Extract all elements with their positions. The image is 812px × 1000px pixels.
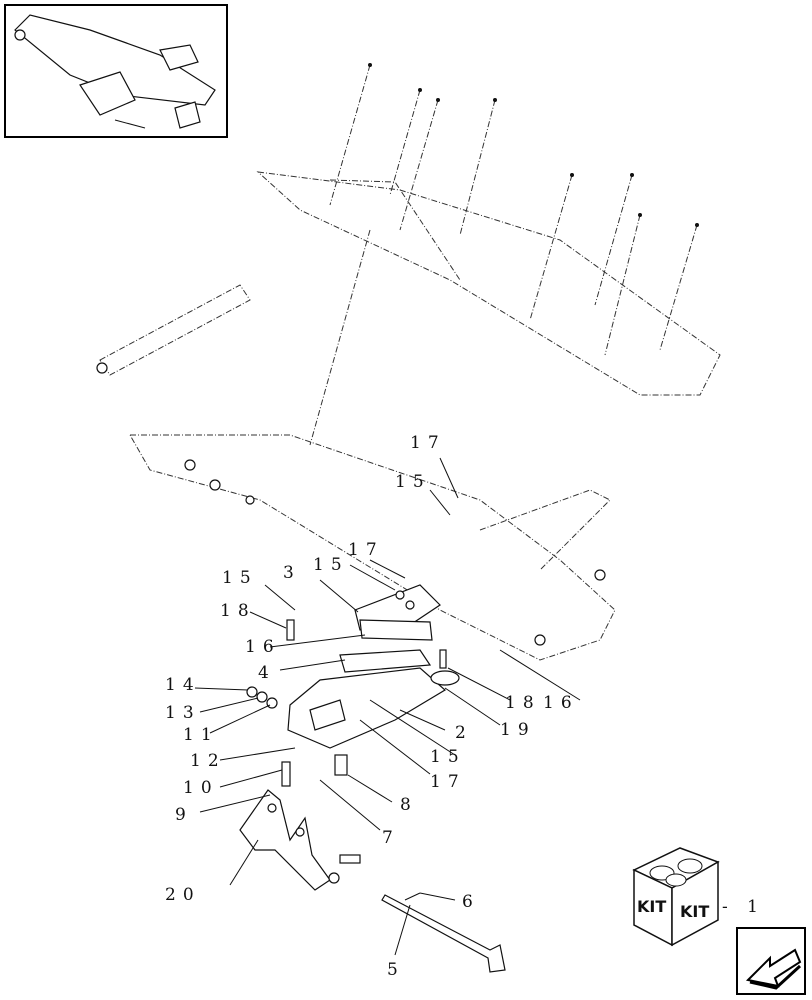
- kit-box-icon: KIT KIT: [632, 847, 720, 947]
- part-11-washer: [266, 697, 278, 709]
- part-16-pad: [359, 619, 433, 641]
- part-3-plate: [354, 584, 441, 631]
- callout-3: 3: [283, 563, 301, 583]
- part-14-nut: [246, 686, 258, 698]
- kit-label-right: KIT: [680, 902, 709, 921]
- callout-19: 19: [500, 720, 536, 740]
- callout-numbers: 17 15 15 17 3 15 18 16 4 14 13 11 18 16 …: [165, 433, 579, 980]
- part-10-bolt: [281, 761, 291, 787]
- callout-7: 7: [382, 828, 400, 848]
- callout-17: 17: [410, 433, 446, 453]
- callout-20: 20: [165, 885, 201, 905]
- callout-8: 8: [400, 795, 418, 815]
- callout-16: 16: [245, 637, 281, 657]
- callout-17: 17: [430, 772, 466, 792]
- callout-9: 9: [175, 805, 193, 825]
- back-arrow-icon[interactable]: [736, 927, 806, 995]
- part-13-washer: [256, 691, 268, 703]
- callout-2: 2: [455, 723, 473, 743]
- callout-18: 18: [505, 693, 541, 713]
- part-4-pad: [339, 649, 432, 673]
- kit-suffix: - 1: [722, 897, 765, 917]
- part-5-rod: [381, 894, 506, 973]
- callout-15: 15: [313, 555, 349, 575]
- assembly-thumbnail-icon[interactable]: [4, 4, 228, 138]
- callout-12: 12: [190, 751, 226, 771]
- kit-label-left: KIT: [637, 897, 666, 916]
- callout-15: 15: [222, 568, 258, 588]
- callout-15: 15: [430, 747, 466, 767]
- callout-17: 17: [348, 540, 384, 560]
- callout-16: 16: [543, 693, 579, 713]
- side-rail-ghost: [96, 284, 251, 376]
- callout-14: 14: [165, 675, 201, 695]
- callout-13: 13: [165, 703, 201, 723]
- callout-5: 5: [387, 960, 405, 980]
- fastener-stack: [329, 63, 699, 356]
- part-19-washer: [430, 670, 460, 686]
- part-18-bolt: [286, 619, 295, 641]
- part-2-bracket: [287, 667, 447, 749]
- part-6-pin: [404, 892, 421, 901]
- callout-leaders: [194, 457, 581, 956]
- callout-6: 6: [462, 892, 480, 912]
- callout-4: 4: [258, 663, 276, 683]
- part-8-spring: [334, 754, 348, 776]
- cover-panel-ghost: [256, 63, 721, 396]
- callout-11: 11: [183, 725, 219, 745]
- callout-10: 10: [183, 778, 219, 798]
- callout-15: 15: [395, 472, 431, 492]
- main-frame-ghost: [129, 434, 616, 661]
- callout-18: 18: [220, 601, 256, 621]
- part-20-bracket: [239, 789, 331, 891]
